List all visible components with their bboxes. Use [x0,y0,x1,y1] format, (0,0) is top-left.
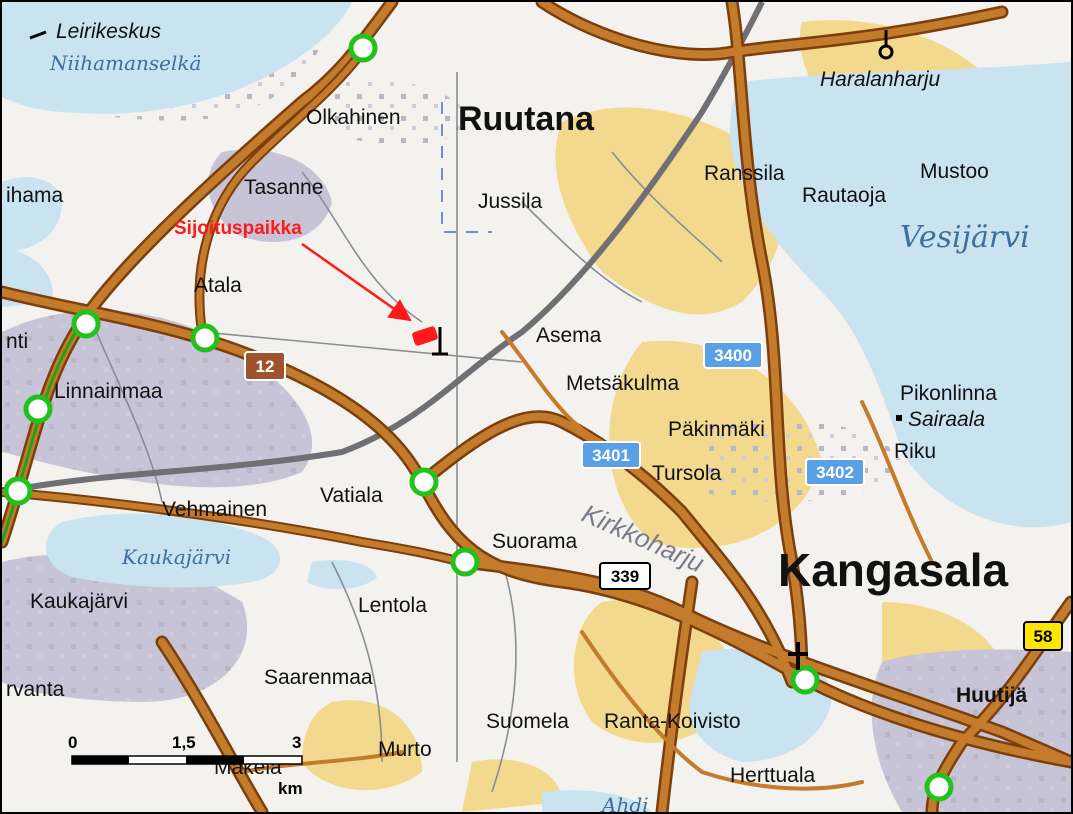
water-vesijarvi: Vesijärvi [900,220,1030,255]
railway-station-icon [432,327,448,356]
water-kaukajarvi: Kaukajärvi [121,545,231,569]
shield-3400: 3400 [703,341,763,369]
place-metsakulma: Metsäkulma [566,372,680,395]
place-atala: Atala [194,274,242,297]
shield-3400-label: 3400 [714,346,752,365]
road-minor-a [500,330,604,444]
place-kaukajarvi: Kaukajärvi [30,590,128,613]
place-leirikeskus: Leirikeskus [56,20,162,43]
scale-tick-mid: 1,5 [172,733,196,752]
place-ahdi: Ahdi [600,793,649,812]
scale-tick-0: 0 [68,733,77,752]
road-minor-d [240,750,404,774]
junction-circle-icon [190,323,220,353]
site-annotation: Sijoituspaikka [174,218,438,346]
shield-339-label: 339 [611,567,639,586]
annotation-label: Sijoituspaikka [174,218,302,239]
junction-circle-icon [790,665,820,695]
junction-circle-icon [71,309,101,339]
place-murto: Murto [378,738,432,761]
place-suorama: Suorama [492,530,578,553]
place-herttuala: Herttuala [730,764,816,787]
lake-niihamanselka [2,2,352,114]
junction-circle-icon [409,467,439,497]
shield-58-label: 58 [1034,627,1053,646]
road-minor-b [860,400,934,564]
place-huutija: Huutijä [956,684,1027,707]
place-nti: nti [6,330,28,353]
place-pakinmaki: Päkinmäki [668,418,765,441]
place-vatiala: Vatiala [320,484,383,507]
shield-339: 339 [599,562,651,590]
scale-bar: 0 1,5 3 km [68,733,303,798]
radio-mast-icon [878,30,894,60]
shield-3401: 3401 [581,441,641,469]
red-site-marker-icon [412,326,438,346]
junctions [3,33,954,802]
shield-58: 58 [1023,621,1063,651]
junction-circle-icon [23,394,53,424]
place-linnainmaa: Linnainmaa [54,380,163,403]
place-haralanharju: Haralanharju [820,68,941,91]
junction-circle-icon [450,547,480,577]
place-rvanta: rvanta [6,678,65,701]
place-olkahinen: Olkahinen [306,106,401,129]
pond-mid [307,560,377,589]
place-saarenmaa: Saarenmaa [264,666,373,689]
place-riku: Riku [894,440,936,463]
place-labels: Leirikeskus Olkahinen Ruutana Haralanhar… [6,20,1027,812]
place-asema: Asema [536,324,602,347]
shield-3402-label: 3402 [816,463,854,482]
place-kangasala: Kangasala [778,544,1009,596]
lake-kaukajarvi [45,513,281,588]
place-ranssila: Ranssila [704,162,785,185]
junction-circle-icon [348,33,378,63]
scale-unit: km [278,779,303,798]
place-rautaoja: Rautaoja [802,184,886,207]
dashed-boundary [441,102,492,233]
place-jussila: Jussila [478,190,543,213]
railway [2,2,765,495]
scale-tick-end: 3 [292,733,301,752]
church-cross-icon [788,642,808,670]
water-niihamanselka: Niihamanselkä [49,51,201,75]
place-vehmainen: Vehmainen [162,498,267,521]
shield-3402: 3402 [805,458,865,486]
shield-3401-label: 3401 [592,446,630,465]
place-pikonlinna: Pikonlinna [900,382,997,405]
place-lentola: Lentola [358,594,427,617]
lake-ahdi [542,790,652,812]
place-ranta-koivisto: Ranta-Koivisto [604,710,741,733]
pond-west [2,177,62,252]
map-symbols [29,30,902,670]
red-arrow-icon [301,242,412,322]
place-suomela: Suomela [486,710,569,733]
place-ruutana: Ruutana [458,100,595,138]
shield-12-label: 12 [256,357,275,376]
place-tasanne: Tasanne [244,176,323,199]
shield-12: 12 [244,351,286,381]
road-shields: 12 3400 3401 3402 339 58 [244,341,1063,651]
place-tursola: Tursola [652,462,722,485]
place-sairaala: Sairaala [908,408,985,431]
lake-vesijarvi [730,62,1071,528]
junction-circle-icon [3,476,33,506]
place-ihama: ihama [6,184,64,207]
junction-circle-icon [924,772,954,802]
camp-flag-icon [29,30,47,40]
hospital-square-icon [896,415,902,421]
road-minor-c [580,630,864,791]
place-mustoo: Mustoo [920,160,989,183]
